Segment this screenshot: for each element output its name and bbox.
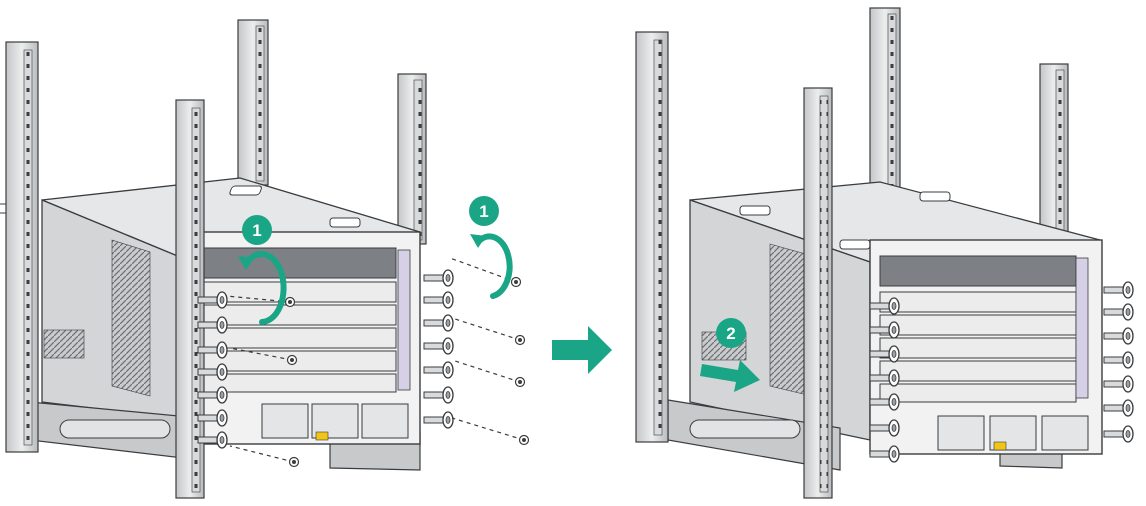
captive-screws-right [423,269,454,429]
step-marker-1-left: 1 [242,215,272,245]
captive-screws-right [1103,281,1134,443]
screw-icon [518,434,530,446]
chassis-front [191,231,421,445]
chassis-body [0,177,421,421]
panel-before: 1 1 [0,19,530,499]
panel-after: 2 [635,7,1134,499]
rack-post-front-middle [803,87,833,499]
rack-post-front-left [5,41,39,453]
step-number: 2 [726,324,735,343]
rotate-arrow-icon [243,233,513,325]
screw-icon [288,456,300,468]
screw-icon [514,334,526,346]
screw-icon [514,376,526,388]
screw-icon [286,354,298,366]
screw-icon [284,296,296,308]
step-marker-1-right: 1 [469,196,499,226]
step-number: 1 [252,221,261,240]
rack-post-back-right [1039,63,1069,245]
rotate-arrowheads [238,234,486,270]
step-marker-2: 2 [716,318,746,348]
rack-post-back-left [869,7,901,199]
step-number: 1 [479,202,488,221]
rack-post-front-middle [175,99,205,499]
slide-arrow-icon [700,360,760,392]
chassis-front [869,239,1103,455]
arrow-right-icon [552,326,612,374]
screw-icon [510,276,522,288]
rack-post-back-left [237,19,269,186]
rack-post-front-left [635,31,669,443]
rack-post-back-right [397,73,427,245]
